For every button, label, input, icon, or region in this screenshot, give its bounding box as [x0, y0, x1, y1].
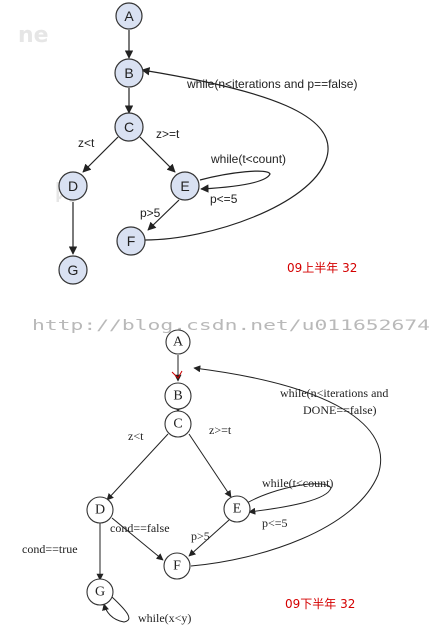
edge-c-e [188, 433, 232, 498]
diagram-top: A B C D E F G while(n<iterations and p==… [58, 2, 357, 285]
node-a: A [165, 329, 191, 355]
node-label: F [173, 559, 181, 574]
node-f: F [116, 226, 146, 256]
node-label: B [173, 389, 182, 404]
edge-label-z-lt-t: z<t [128, 429, 144, 443]
edge-c-e [139, 136, 176, 173]
edge-c-d [82, 136, 119, 173]
node-e: E [170, 171, 200, 201]
edge-label-p-gt-5: p>5 [140, 206, 161, 220]
node-d: D [58, 171, 88, 201]
node-label: A [173, 335, 184, 350]
edge-f-b [190, 365, 382, 567]
node-label: B [124, 65, 133, 81]
node-c: C [164, 410, 192, 438]
node-g: G [58, 255, 88, 285]
node-a: A [115, 2, 143, 30]
node-e: E [223, 495, 251, 523]
edge-label-outer-loop-line1: while(n<iterations and [280, 386, 388, 400]
watermark-glyph: ne [18, 23, 49, 48]
edge-label-inner-loop: while(t<count) [262, 476, 333, 490]
node-label: C [173, 417, 182, 432]
edge-e-f [147, 199, 180, 231]
edge-g-loop [102, 596, 130, 623]
edge-label-p-le-5: p<=5 [262, 516, 288, 530]
edge-d-f [111, 517, 164, 561]
node-label: D [95, 503, 105, 518]
node-c: C [114, 112, 144, 142]
node-d: D [86, 496, 114, 524]
caption-bottom: 09下半年 32 [285, 597, 355, 611]
edge-c-d [106, 433, 169, 501]
node-label: F [127, 233, 136, 249]
node-b: B [114, 58, 144, 88]
edge-label-cond-false: cond==false [110, 521, 170, 535]
node-label: D [68, 178, 78, 194]
node-label: G [95, 585, 105, 600]
edge-label-g-loop: while(x<y) [138, 611, 191, 625]
edge-f-b [141, 67, 329, 241]
edge-label-z-ge-t: z>=t [209, 423, 232, 437]
edge-e-loop [246, 483, 332, 515]
node-label: G [68, 262, 79, 278]
node-label: A [124, 8, 134, 24]
node-f: F [163, 552, 191, 580]
node-b: B [164, 382, 192, 410]
caption-top: 09上半年 32 [287, 261, 357, 275]
url-watermark: http://blog.csdn.net/u011652674 [32, 318, 430, 334]
edge-label-outer-loop: while(n<iterations and p==false) [186, 77, 357, 91]
edge-label-p-le-5: p<=5 [210, 192, 238, 206]
node-label: E [180, 178, 189, 194]
edge-label-z-lt-t: z<t [78, 136, 95, 150]
diagram-bottom: A B C D E F G while(n<iterations and DON… [22, 329, 388, 625]
edge-label-z-ge-t: z>=t [156, 127, 180, 141]
red-tick-mark [171, 370, 183, 379]
edge-label-outer-loop-line2: DONE==false) [303, 403, 377, 417]
node-label: E [233, 502, 242, 517]
edge-label-cond-true: cond==true [22, 542, 78, 556]
edge-label-p-gt-5: p>5 [191, 529, 210, 543]
edge-e-f [188, 519, 230, 557]
edge-e-loop [199, 170, 271, 193]
edge-label-inner-loop: while(t<count) [210, 152, 286, 166]
node-label: C [124, 119, 134, 135]
node-g: G [86, 578, 114, 606]
